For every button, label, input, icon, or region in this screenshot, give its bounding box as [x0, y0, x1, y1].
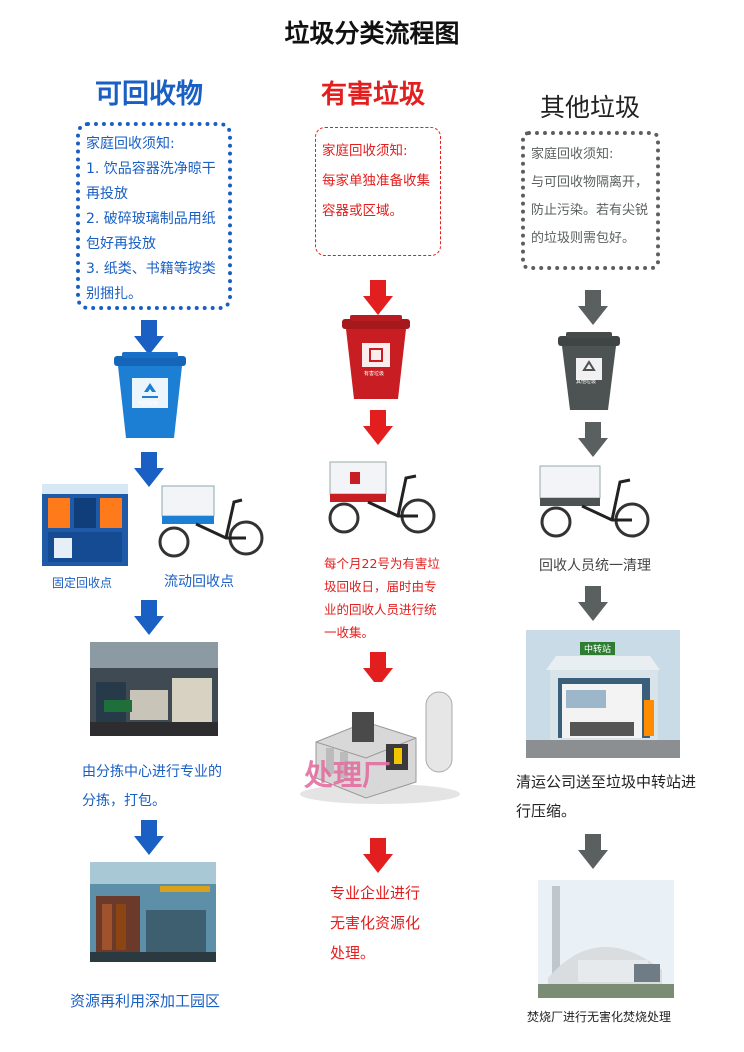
- hazardous-notice-box: 家庭回收须知: 每家单独准备收集 容器或区域。: [315, 127, 441, 256]
- page-title: 垃圾分类流程图: [284, 19, 460, 48]
- treatment-plant-illustration: [296, 682, 464, 806]
- final-text-line: 专业企业进行: [330, 884, 421, 902]
- final-other-caption: 焚烧厂进行无害化焚烧处理: [527, 1010, 672, 1024]
- fixed-point-caption: 固定回收点: [52, 576, 113, 590]
- down-arrow-icon: [134, 452, 164, 488]
- column-title-recyclable: 可回收物: [95, 79, 203, 110]
- transfer-text: 清运公司送至垃圾中转站进 行压缩。: [516, 768, 696, 826]
- final-text-line: 无害化资源化: [330, 914, 421, 932]
- transfer-text-line: 行压缩。: [516, 802, 577, 820]
- bin-label: 有害垃圾: [364, 371, 385, 377]
- gray-other-bin-icon: [558, 332, 620, 410]
- down-arrow-icon: [363, 838, 393, 874]
- mobile-point-caption: 流动回收点: [164, 574, 234, 590]
- bin-label: 其他垃圾: [576, 379, 597, 385]
- notice-line: 的垃圾则需包好。: [531, 231, 636, 246]
- notice-line: 再投放: [86, 186, 128, 202]
- final-hazardous-text: 专业企业进行 无害化资源化 处理。: [330, 878, 420, 968]
- down-arrow-icon: [134, 320, 164, 356]
- column-title-hazardous: 有害垃圾: [320, 80, 425, 110]
- sorting-center-photo: [90, 642, 218, 736]
- notice-line: 防止污染。若有尖锐: [531, 203, 649, 218]
- sorting-text-line: 由分拣中心进行专业的: [82, 764, 222, 780]
- notice-line: 与可回收物隔离开，: [531, 175, 649, 190]
- notice-line: 家庭回收须知:: [322, 143, 408, 159]
- down-arrow-icon: [578, 834, 608, 870]
- final-recyclable-caption: 资源再利用深加工园区: [70, 992, 221, 1010]
- collection-text-line: 每个月22号为有害垃: [324, 556, 440, 571]
- red-hazardous-bin-icon: [342, 315, 410, 399]
- notice-line: 2. 破碎玻璃制品用纸: [86, 211, 216, 227]
- incineration-plant-photo: [538, 880, 674, 998]
- mobile-recycling-tricycle-image: [158, 485, 264, 558]
- down-arrow-icon: [134, 600, 164, 636]
- down-arrow-icon: [578, 290, 608, 326]
- plant-label: 处理厂: [304, 758, 392, 792]
- fixed-recycling-kiosk-image: [42, 484, 128, 566]
- collection-text-line: 业的回收人员进行统: [324, 602, 437, 617]
- notice-line: 1. 饮品容器洗净晾干: [86, 161, 216, 177]
- other-notice-box: 家庭回收须知: 与可回收物隔离开， 防止污染。若有尖锐 的垃圾则需包好。: [521, 131, 660, 270]
- station-sign: 中转站: [580, 642, 616, 655]
- notice-line: 3. 纸类、书籍等按类: [86, 261, 216, 277]
- recyclable-notice-box: 家庭回收须知: 1. 饮品容器洗净晾干 再投放 2. 破碎玻璃制品用纸 包好再投…: [76, 122, 232, 310]
- notice-line: 容器或区域。: [322, 203, 403, 219]
- final-text-line: 处理。: [330, 944, 376, 962]
- hazardous-collection-text: 每个月22号为有害垃 圾回收日，届时由专 业的回收人员进行统 一收集。: [324, 552, 440, 644]
- other-collect-caption: 回收人员统一清理: [539, 558, 651, 574]
- down-arrow-icon: [363, 410, 393, 446]
- processing-park-photo: [90, 862, 216, 962]
- down-arrow-icon: [363, 280, 393, 316]
- collection-text-line: 一收集。: [324, 625, 375, 640]
- notice-line: 家庭回收须知:: [86, 136, 175, 152]
- column-title-other: 其他垃圾: [539, 93, 640, 122]
- notice-line: 每家单独准备收集: [322, 173, 430, 189]
- bin-label: 可回收物: [138, 401, 159, 407]
- notice-line: 家庭回收须知:: [531, 147, 614, 162]
- transfer-text-line: 清运公司送至垃圾中转站进: [516, 773, 697, 791]
- notice-line: 包好再投放: [86, 236, 156, 252]
- collection-text-line: 圾回收日，届时由专: [324, 579, 437, 594]
- sorting-text-line: 分拣，打包。: [82, 793, 166, 809]
- down-arrow-icon: [578, 422, 608, 458]
- down-arrow-icon: [134, 820, 164, 856]
- sorting-text: 由分拣中心进行专业的 分拣，打包。: [82, 758, 222, 816]
- other-collection-tricycle-image: [539, 465, 650, 538]
- down-arrow-icon: [578, 586, 608, 622]
- hazardous-collection-tricycle-image: [328, 461, 436, 534]
- blue-recycle-bin-icon: [114, 352, 186, 438]
- notice-line: 别捆扎。: [86, 286, 142, 302]
